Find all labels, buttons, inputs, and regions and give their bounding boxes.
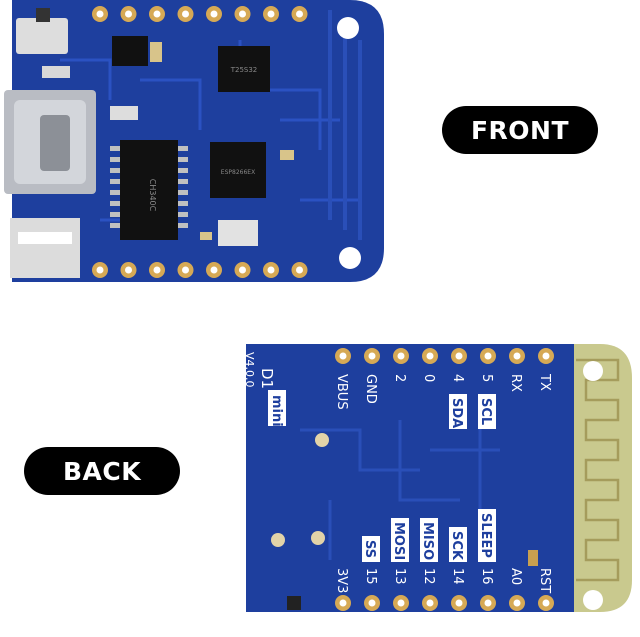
- bottom-pin-label: 3V3: [334, 568, 349, 593]
- crystal: [218, 220, 258, 246]
- top-pin-label: RX: [508, 374, 523, 392]
- top-pin-label: GND: [363, 374, 378, 404]
- bottom-pin-labels: 3V3 15 13 12 14 16 A0 RST: [334, 568, 552, 593]
- back-pcb: [246, 344, 574, 612]
- esp-chip-marking: ESP8266EX: [221, 169, 255, 176]
- usb-uart-chip-marking: CH340C: [148, 179, 157, 212]
- header-pads-top: [335, 348, 554, 364]
- top-pin-label: 4: [450, 374, 465, 382]
- function-label-sck: SCK: [449, 531, 464, 561]
- esp-chip: [210, 142, 266, 198]
- flash-chip-marking: T25S32: [230, 66, 258, 74]
- usb-uart-chip: [120, 140, 178, 240]
- function-label-sda: SDA: [449, 398, 464, 428]
- header-pads-top: [92, 6, 308, 22]
- top-pin-label: 5: [479, 374, 494, 382]
- top-pin-label: VBUS: [334, 374, 349, 410]
- top-pin-labels: VBUS GND 2 0 4 5 RX TX: [334, 373, 552, 410]
- function-label-ss: SS: [362, 540, 377, 558]
- bottom-pin-label: 15: [363, 568, 378, 585]
- regulator: [112, 36, 148, 66]
- board-version: V4.0.0: [243, 352, 256, 388]
- antenna-area: [560, 344, 632, 612]
- bottom-pin-label: 16: [479, 568, 494, 585]
- top-pin-label: TX: [537, 373, 552, 391]
- top-pin-label: 2: [392, 374, 407, 382]
- mount-hole: [339, 247, 361, 269]
- i2c-connector: [10, 218, 80, 278]
- back-board: D1 mini V4.0.0 VBUS GND 2 0 4 5 RX TX 3V3 15 13 12…: [243, 344, 632, 612]
- function-label-scl: SCL: [478, 398, 493, 425]
- back-label: BACK: [24, 447, 180, 495]
- reset-button: [16, 18, 68, 54]
- top-pin-label: 0: [421, 374, 436, 382]
- board-title-d1: D1: [258, 368, 276, 389]
- bottom-pin-label: RST: [537, 568, 552, 593]
- bottom-pin-label: 13: [392, 568, 407, 585]
- antenna-trace: [328, 10, 362, 240]
- function-label-sleep: SLEEP: [478, 513, 493, 558]
- bottom-pin-label: 14: [450, 568, 465, 585]
- mount-hole: [337, 17, 359, 39]
- bottom-pin-label: 12: [421, 568, 436, 585]
- function-label-miso: MISO: [420, 522, 435, 560]
- function-label-mosi: MOSI: [391, 522, 406, 560]
- front-label: FRONT: [442, 106, 598, 154]
- bottom-pin-label: A0: [508, 568, 523, 585]
- header-pads-bottom: [335, 595, 554, 611]
- header-pads-bottom: [92, 262, 308, 278]
- front-board: T25S32 CH340C ESP8266EX: [4, 0, 384, 282]
- flash-chip: [218, 46, 270, 92]
- board-title-mini: mini: [269, 395, 284, 427]
